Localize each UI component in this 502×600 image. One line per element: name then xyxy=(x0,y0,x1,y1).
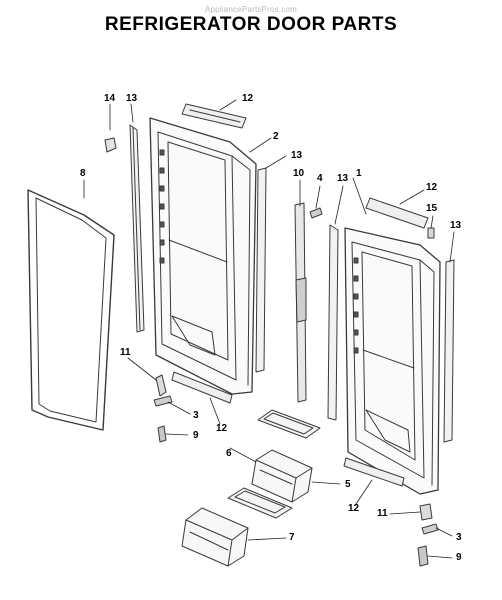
right-door-part xyxy=(344,227,441,495)
callout-2: 2 xyxy=(273,131,279,142)
right-door-left-trim-part xyxy=(327,224,339,421)
right-top-cap-part xyxy=(365,197,429,229)
watermark: AppliancePartsPros.com xyxy=(205,5,297,14)
door-bin-large-part xyxy=(181,507,249,567)
mullion-part xyxy=(294,202,307,403)
right-bottom-cap-part xyxy=(343,457,405,487)
screw-part xyxy=(309,207,323,219)
callout-15: 15 xyxy=(426,203,438,214)
small-bushing-part xyxy=(427,227,435,239)
right-door-right-trim-part xyxy=(443,259,455,443)
callout-3: 3 xyxy=(193,410,199,421)
callout-5: 5 xyxy=(345,479,351,490)
callout-12: 12 xyxy=(242,93,254,104)
left-bottom-cap-part xyxy=(171,371,233,404)
door-bin-small-part xyxy=(251,449,313,503)
shelf-frame-upper-part xyxy=(257,409,321,439)
left-top-cap-part xyxy=(181,103,247,129)
callout-13: 13 xyxy=(450,220,462,231)
callout-7: 7 xyxy=(289,532,295,543)
left-door-part xyxy=(149,117,257,395)
callout-10: 10 xyxy=(293,168,305,179)
callout-12: 12 xyxy=(216,423,228,434)
callout-12: 12 xyxy=(426,182,438,193)
callout-3: 3 xyxy=(456,532,462,543)
right-hinge-assembly xyxy=(417,503,439,567)
left-door-side-trim-part xyxy=(255,167,267,373)
callout-9: 9 xyxy=(193,430,199,441)
callout-8: 8 xyxy=(80,168,86,179)
left-trim-strip-part xyxy=(129,124,145,333)
callout-14: 14 xyxy=(104,93,116,104)
callout-4: 4 xyxy=(317,173,323,184)
page-title: REFRIGERATOR DOOR PARTS xyxy=(104,14,398,35)
callout-9: 9 xyxy=(456,552,462,563)
callout-1: 1 xyxy=(356,168,362,179)
shelf-frame-lower-part xyxy=(227,487,293,519)
callout-6: 6 xyxy=(226,448,232,459)
callout-11: 11 xyxy=(377,508,388,519)
left-hinge-assembly xyxy=(153,374,173,443)
callout-13: 13 xyxy=(337,173,349,184)
callout-13: 13 xyxy=(126,93,138,104)
door-gasket-part xyxy=(27,189,115,431)
door-clip-part xyxy=(104,137,117,153)
callout-12: 12 xyxy=(348,503,360,514)
callout-11: 11 xyxy=(120,347,131,358)
leader-lines xyxy=(83,99,455,559)
callout-13: 13 xyxy=(291,150,303,161)
